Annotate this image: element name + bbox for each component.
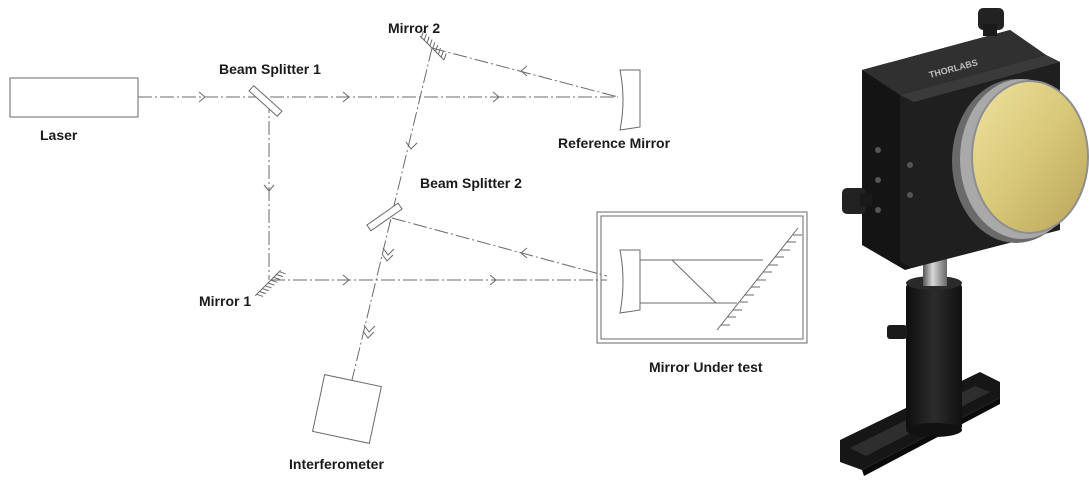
mirror-under-test-label: Mirror Under test [649, 359, 763, 375]
test-enclosure-inner [600, 215, 804, 340]
arrow-right-3 [492, 91, 500, 103]
arrow-right-4 [342, 274, 350, 286]
interferometer-box [312, 374, 382, 444]
test-wedge-surface [716, 227, 799, 331]
arrow-right-5 [489, 274, 497, 286]
direction-arrows [198, 65, 528, 339]
mirror-under-test [619, 249, 641, 314]
mount-post-holder [906, 282, 962, 432]
laser-box [9, 77, 139, 118]
mirror-1-label: Mirror 1 [199, 293, 251, 309]
beam-splitter-1 [248, 84, 283, 118]
interferometer-label: Interferometer [289, 456, 384, 472]
beam-mirror2-to-reference [431, 47, 619, 98]
beam-paths [138, 47, 619, 381]
test-enclosure-outer [596, 211, 808, 344]
mirror-mount-photo: THORLABS [840, 8, 1089, 476]
arrow-down-1 [263, 184, 275, 192]
beam-splitter2-to-test [391, 217, 608, 277]
mirror-under-test-assembly [596, 211, 808, 344]
beam-splitter-1-label: Beam Splitter 1 [219, 61, 321, 77]
mirror-2 [419, 30, 447, 61]
arrow-down-3b [381, 253, 394, 262]
arrow-left-2 [520, 247, 528, 259]
test-beam-diagonal [671, 259, 717, 304]
arrow-right-2 [342, 91, 350, 103]
test-wedge-hatching [721, 234, 802, 326]
arrow-down-3a [382, 247, 395, 256]
reference-mirror-label: Reference Mirror [558, 135, 671, 151]
mirror-2-label: Mirror 2 [388, 20, 440, 36]
beam-splitter-2-label: Beam Splitter 2 [420, 175, 522, 191]
arrow-down-2 [405, 141, 418, 150]
arrow-right-1 [198, 91, 206, 103]
laser-label: Laser [40, 127, 78, 143]
arrow-down-4a [363, 324, 376, 333]
beam-splitter-2 [366, 202, 403, 232]
arrow-down-4b [362, 330, 375, 339]
mount-holder-knob [887, 325, 907, 339]
arrow-left-1 [520, 65, 528, 77]
mirror-gold-surface [972, 81, 1088, 233]
mirror-1 [254, 269, 286, 297]
beam-mirror2-to-interferometer [351, 47, 433, 381]
reference-mirror [619, 69, 641, 131]
